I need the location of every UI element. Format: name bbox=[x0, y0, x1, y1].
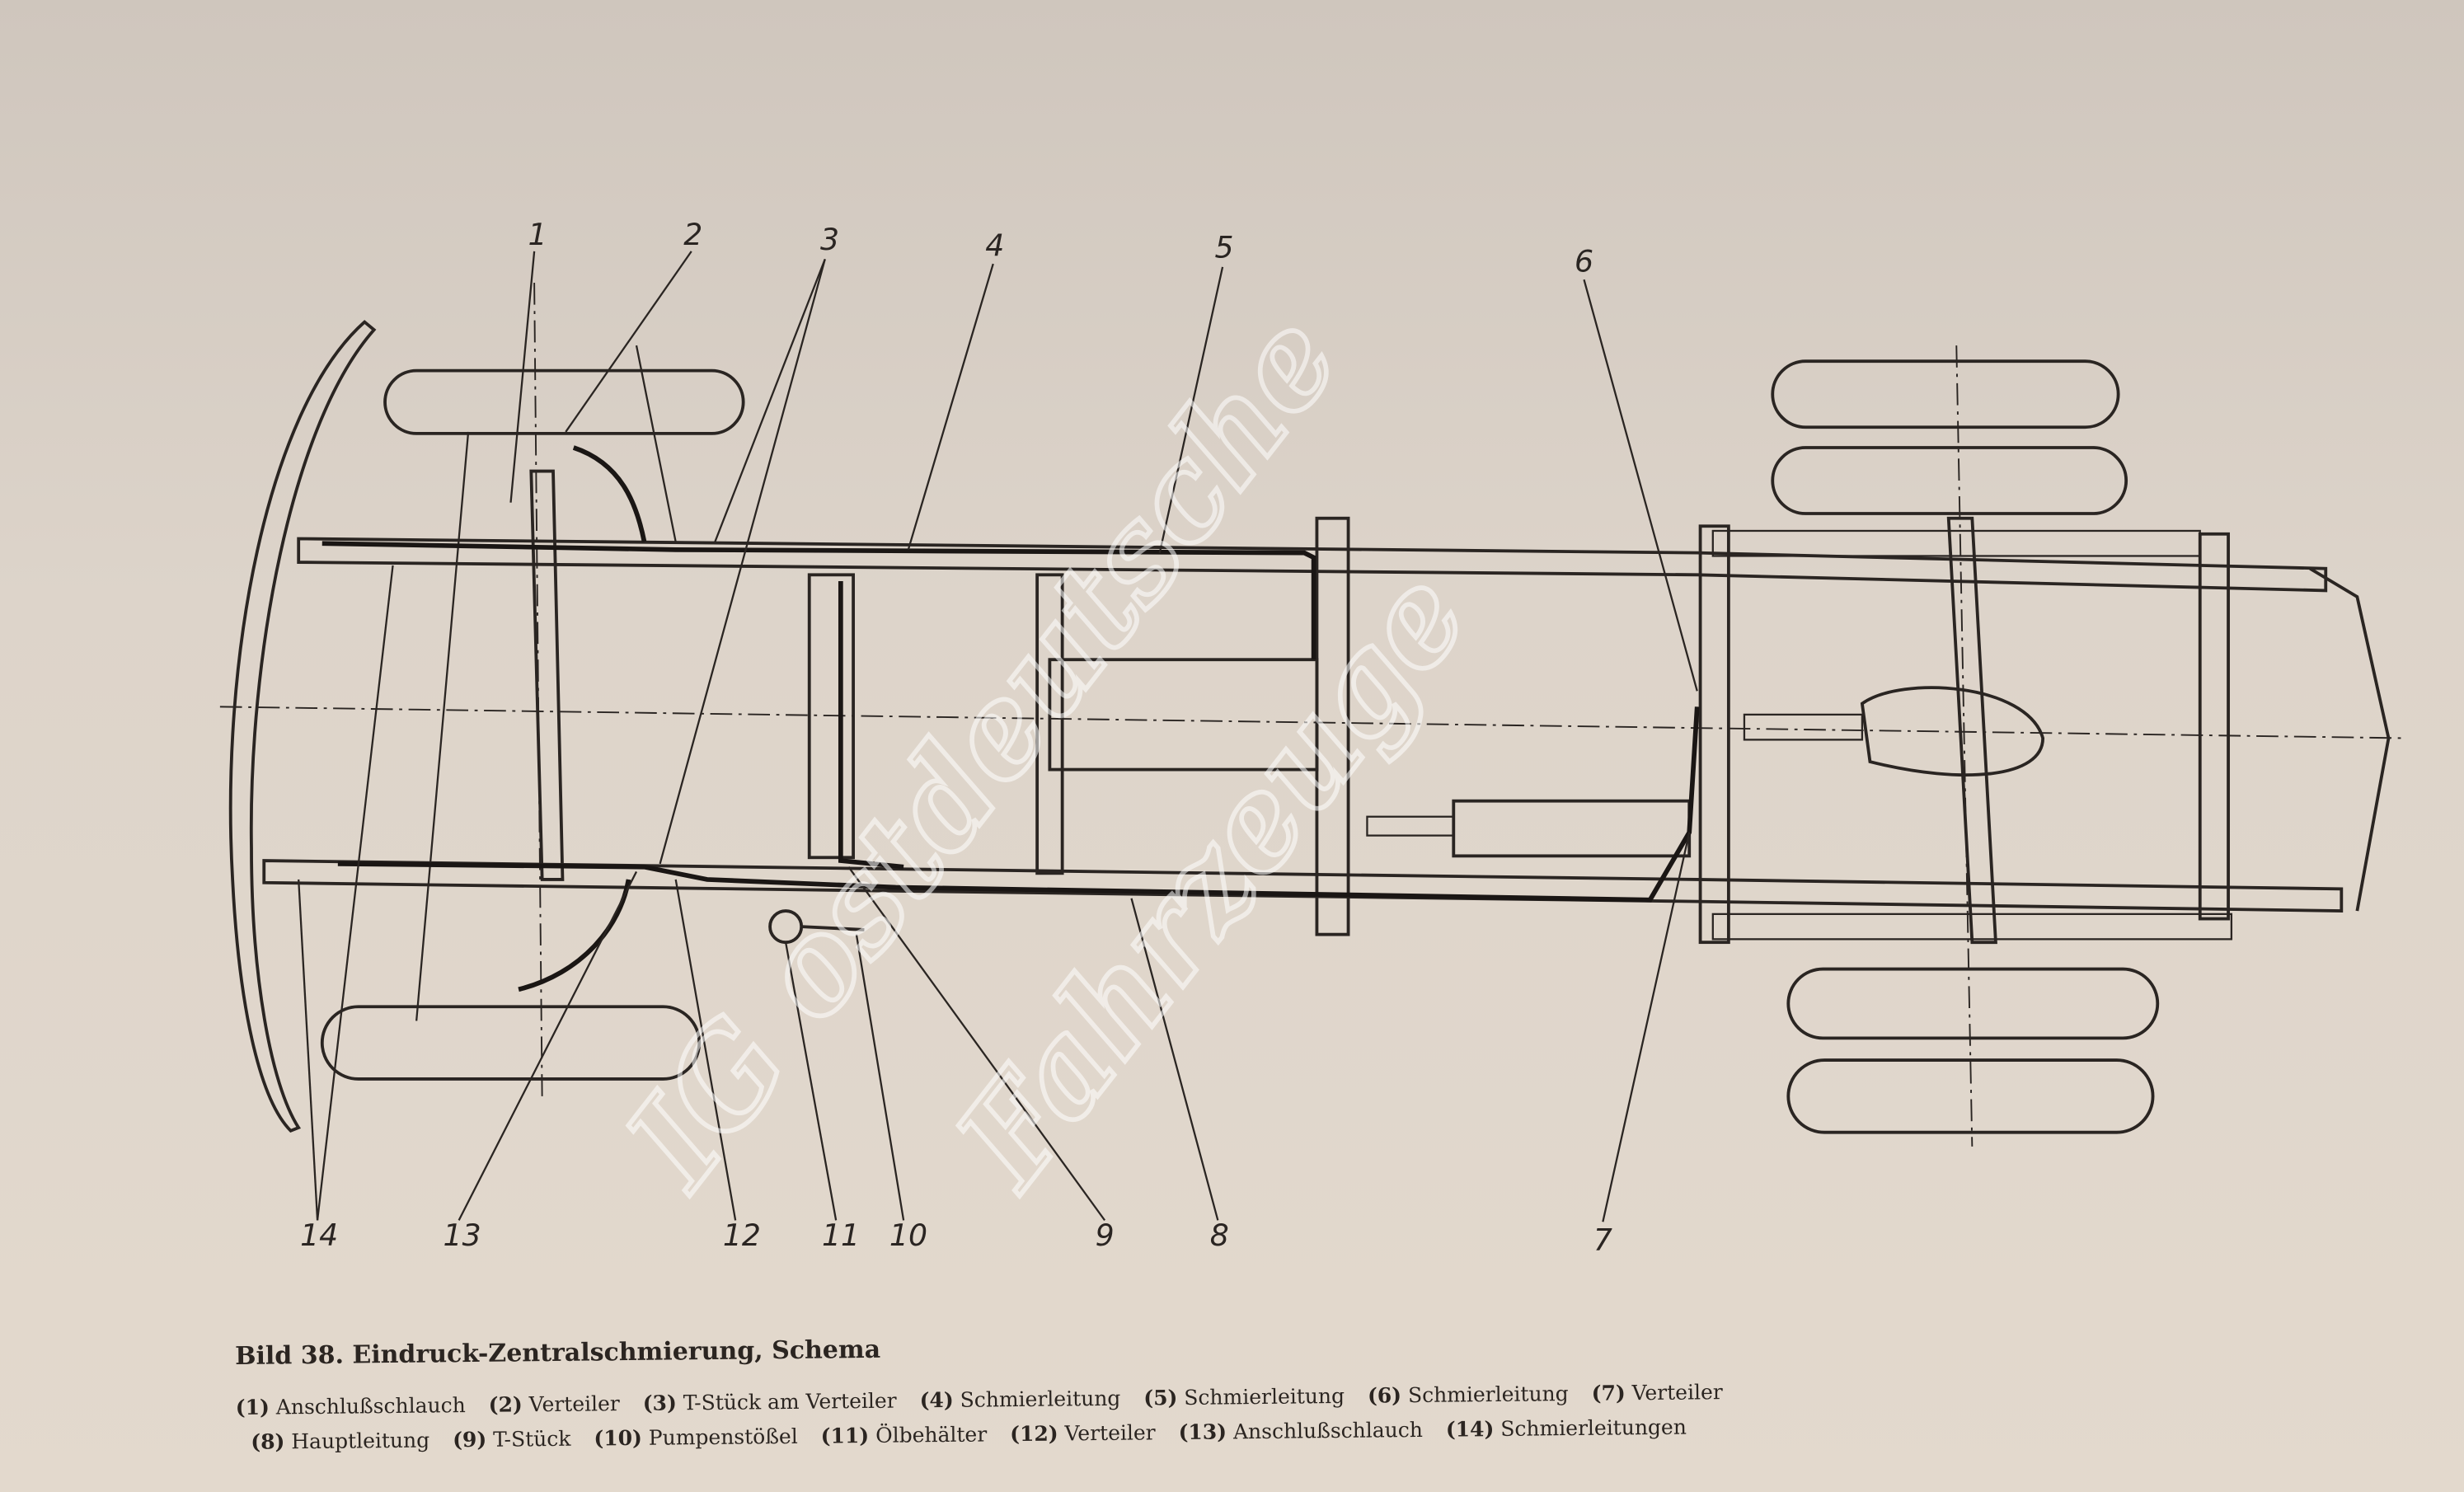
frame-rear-end bbox=[2309, 567, 2391, 912]
cross-member-4 bbox=[1698, 524, 1730, 945]
connection-hose-front bbox=[572, 445, 647, 542]
callout-12: 12 bbox=[723, 1218, 761, 1253]
center-line bbox=[219, 706, 2405, 739]
frame-rail-bottom bbox=[262, 859, 2344, 913]
rear-wheel-axis bbox=[1955, 345, 1974, 1147]
frame-rail-top bbox=[297, 537, 2328, 593]
rear-wheel-3 bbox=[1786, 967, 2160, 1040]
legend-item-11: (11) Ölbehälter bbox=[820, 1422, 988, 1448]
callout-4: 4 bbox=[985, 228, 1004, 264]
callout-2: 2 bbox=[683, 217, 702, 252]
propeller-shaft bbox=[1743, 713, 1864, 741]
steering-rod bbox=[415, 431, 470, 1021]
callout-14: 14 bbox=[300, 1218, 338, 1253]
connection-hose-bottom bbox=[518, 879, 631, 992]
legend-item-12: (12) Verteiler bbox=[1010, 1420, 1156, 1447]
leader-lines bbox=[298, 251, 1698, 1222]
callout-8: 8 bbox=[1210, 1218, 1229, 1253]
callout-9: 9 bbox=[1096, 1218, 1115, 1253]
legend-item-2: (2) Verteiler bbox=[488, 1391, 620, 1417]
rear-wheel-2 bbox=[1771, 446, 2128, 515]
legend-item-14: (14) Schmierleitungen bbox=[1445, 1415, 1687, 1442]
callout-7: 7 bbox=[1593, 1222, 1612, 1258]
legend-item-9: (9) T-Stück bbox=[452, 1426, 571, 1452]
legend-item-10: (10) Pumpenstößel bbox=[594, 1424, 798, 1451]
legend-item-7: (7) Verteiler bbox=[1591, 1380, 1723, 1405]
rear-axle bbox=[1946, 516, 1997, 945]
callout-13: 13 bbox=[444, 1218, 481, 1253]
callout-1: 1 bbox=[528, 217, 547, 252]
legend-item-1: (1) Anschlußschlauch bbox=[235, 1393, 466, 1419]
callout-3: 3 bbox=[820, 222, 839, 257]
front-bumper bbox=[228, 320, 377, 1133]
lubrication-line-top bbox=[321, 541, 1316, 660]
legend-item-3: (3) T-Stück am Verteiler bbox=[642, 1388, 897, 1415]
callout-6: 6 bbox=[1575, 244, 1593, 279]
legend-item-5: (5) Schmierleitung bbox=[1143, 1383, 1345, 1410]
differential bbox=[1860, 686, 2045, 776]
front-axle bbox=[529, 469, 565, 881]
cross-member-5 bbox=[2198, 532, 2230, 921]
front-wheel-top bbox=[383, 368, 745, 435]
rear-wheel-4 bbox=[1786, 1058, 2155, 1134]
figure-caption: Bild 38. Eindruck-Zentralschmierung, Sch… bbox=[235, 1326, 1739, 1460]
legend-item-8: (8) Hauptleitung bbox=[251, 1428, 430, 1454]
legend-item-6: (6) Schmierleitung bbox=[1367, 1382, 1569, 1408]
gearbox bbox=[1048, 658, 1319, 772]
cross-member-2 bbox=[1035, 573, 1064, 875]
pump-plunger bbox=[801, 925, 865, 931]
front-wheel-bottom bbox=[320, 1005, 702, 1081]
legend-item-13: (13) Anschlußschlauch bbox=[1178, 1417, 1424, 1445]
callout-5: 5 bbox=[1215, 229, 1234, 265]
legend-item-4: (4) Schmierleitung bbox=[919, 1386, 1121, 1413]
front-wheel-axis bbox=[533, 282, 543, 1100]
tank bbox=[1452, 799, 1692, 858]
tank-pipe bbox=[1366, 815, 1455, 837]
callout-11: 11 bbox=[822, 1218, 860, 1253]
rear-wheel-1 bbox=[1771, 359, 2120, 429]
rear-spring-top bbox=[1711, 529, 2201, 557]
callout-10: 10 bbox=[889, 1218, 927, 1253]
pump-line bbox=[838, 580, 904, 870]
rear-spring-bottom bbox=[1711, 913, 2233, 941]
